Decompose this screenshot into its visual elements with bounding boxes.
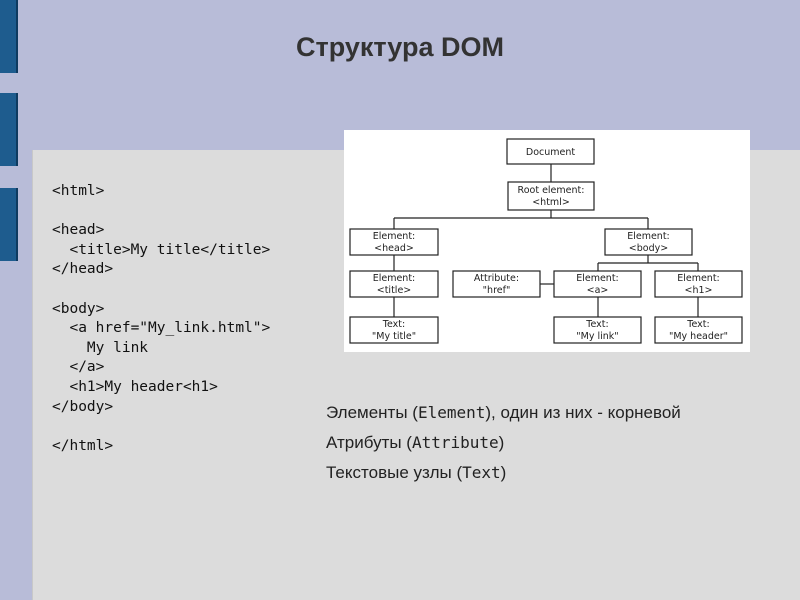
node-title: Element: <title>	[349, 270, 439, 298]
node-root-tag: <html>	[532, 197, 570, 208]
list-item-attribute: Атрибуты (Attribute)	[326, 428, 681, 458]
node-text-link-type: Text:	[585, 319, 608, 330]
code-line: <title>My title</title>	[52, 241, 271, 258]
node-text-link: Text: "My link"	[553, 316, 642, 344]
node-text-title-value: "My title"	[372, 331, 416, 342]
node-attribute-type: Attribute:	[474, 273, 519, 284]
node-head-tag: <head>	[374, 243, 414, 254]
dom-tree-diagram: Document Root element: <html> Element: <…	[344, 130, 750, 352]
list-item-text: Текстовые узлы (Text)	[326, 458, 681, 488]
node-title-type: Element:	[373, 273, 416, 284]
node-root-type: Root element:	[518, 185, 585, 196]
code-line: <h1>My header<h1>	[52, 378, 218, 395]
bullet-text-after: )	[498, 433, 505, 452]
bullet-text-before: Атрибуты (	[326, 433, 412, 452]
node-h1-type: Element:	[677, 273, 720, 284]
bullet-code: Text	[462, 463, 501, 482]
side-tab-3	[0, 188, 18, 261]
code-line: My link	[52, 339, 149, 356]
code-line: </a>	[52, 359, 105, 376]
html-code-listing: <html> <head> <title>My title</title> </…	[52, 182, 270, 456]
side-tab-2	[0, 93, 18, 166]
list-item-element: Элементы (Element), один из них - корнев…	[326, 398, 681, 428]
bullet-text-before: Текстовые узлы (	[326, 463, 463, 482]
bullet-code: Attribute	[411, 433, 499, 452]
code-line: <head>	[52, 222, 105, 239]
code-line: <body>	[52, 300, 105, 317]
node-h1: Element: <h1>	[654, 270, 743, 298]
node-a-tag: <a>	[587, 285, 609, 296]
bullet-text-after: ), один из них - корневой	[485, 403, 681, 422]
side-tab-1	[0, 0, 18, 73]
code-line: </head>	[52, 261, 114, 278]
node-body: Element: <body>	[604, 228, 693, 256]
code-line: </body>	[52, 398, 114, 415]
slide-title: Структура DOM	[296, 32, 504, 62]
node-a-type: Element:	[576, 273, 619, 284]
node-text-header-value: "My header"	[669, 331, 728, 342]
node-document: Document	[506, 138, 595, 165]
node-attribute-value: "href"	[483, 285, 511, 296]
dom-tree-svg: Document Root element: <html> Element: <…	[349, 138, 743, 344]
node-text-title: Text: "My title"	[349, 316, 439, 344]
bullet-text-before: Элементы (	[326, 403, 418, 422]
node-a: Element: <a>	[553, 270, 642, 298]
node-text-title-type: Text:	[382, 319, 405, 330]
node-attribute: Attribute: "href"	[452, 270, 541, 298]
node-body-type: Element:	[627, 231, 670, 242]
code-line: <a href="My_link.html">	[52, 320, 271, 337]
node-text-header-type: Text:	[686, 319, 709, 330]
node-head: Element: <head>	[349, 228, 439, 256]
tree-connectors	[393, 164, 699, 317]
code-line: <html>	[52, 183, 105, 199]
node-body-tag: <body>	[629, 243, 668, 254]
code-line: </html>	[52, 437, 114, 454]
bullet-text-after: )	[500, 463, 507, 482]
node-text-link-value: "My link"	[576, 331, 618, 342]
node-document-label: Document	[526, 147, 575, 158]
node-title-tag: <title>	[377, 285, 412, 296]
node-h1-tag: <h1>	[685, 285, 713, 296]
node-text-header: Text: "My header"	[654, 316, 743, 344]
node-head-type: Element:	[373, 231, 416, 242]
node-root-element: Root element: <html>	[507, 181, 595, 211]
node-types-list: Элементы (Element), один из них - корнев…	[326, 398, 681, 488]
bullet-code: Element	[417, 403, 486, 422]
